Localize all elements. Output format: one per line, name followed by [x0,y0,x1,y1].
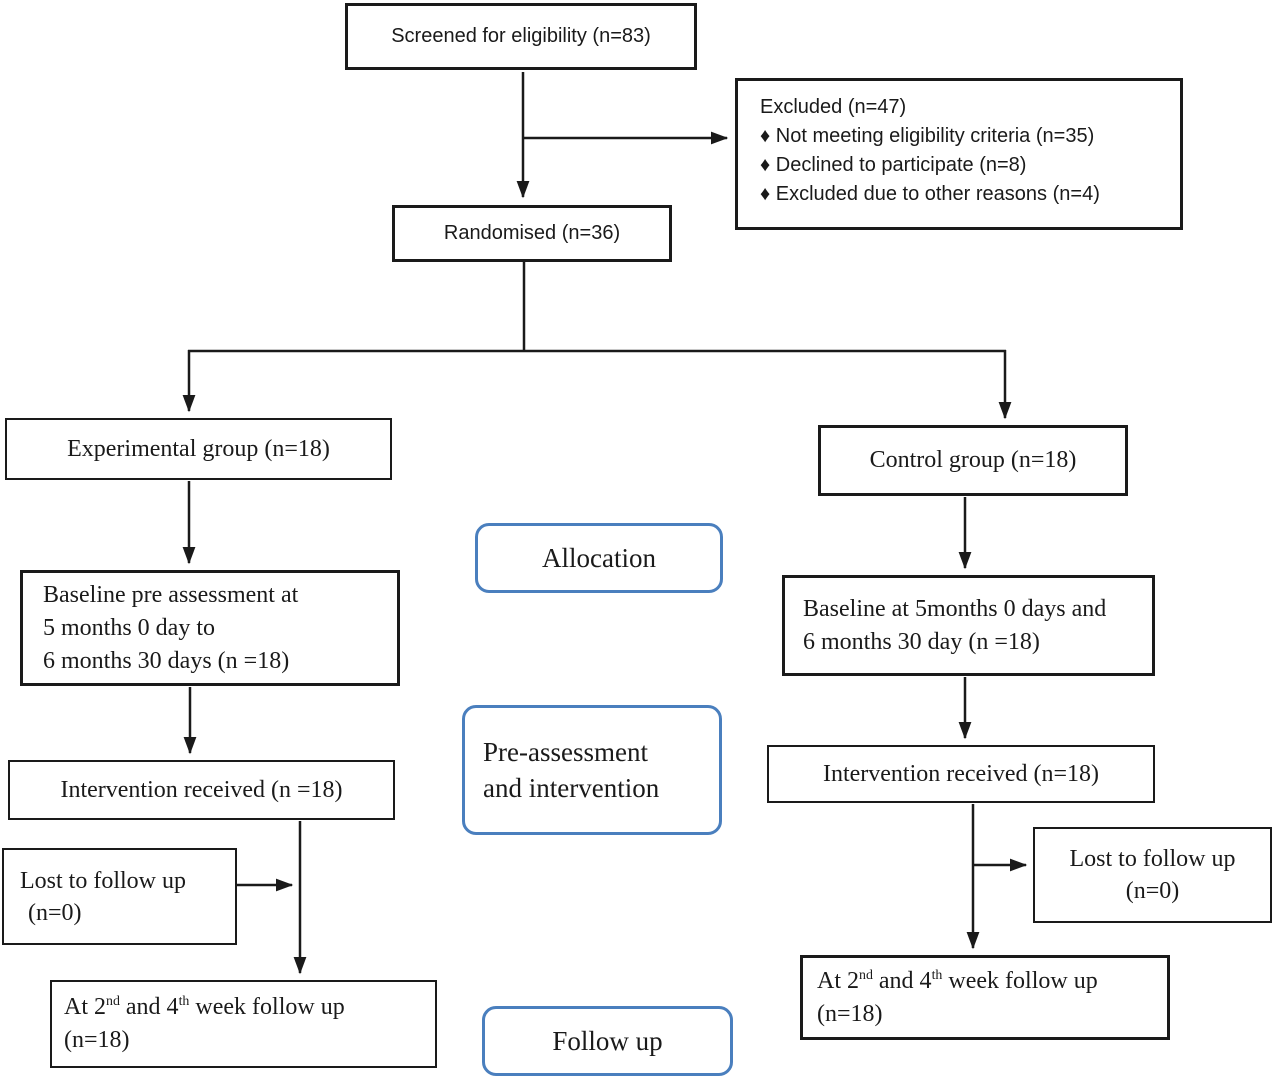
lost-right-line2: (n=0) [1125,878,1180,904]
baseline-right-line1: Baseline at 5months 0 days and [803,595,1107,622]
excluded-title: Excluded (n=47) [760,96,907,118]
intervention-left-label: Intervention received (n =18) [60,776,343,803]
baseline-left-box: Baseline pre assessment at 5 months 0 da… [20,570,400,686]
followup-right-line1: At 2nd and 4th week follow up [817,967,1098,994]
screened-label: Screened for eligibility (n=83) [391,25,651,47]
lost-left-line1: Lost to follow up [20,867,186,894]
experimental-group-label: Experimental group (n=18) [67,435,330,462]
pre-assessment-line2: and intervention [483,773,660,803]
randomised-label: Randomised (n=36) [443,222,621,244]
intervention-left-box: Intervention received (n =18) [8,760,395,820]
control-group-box: Control group (n=18) [818,425,1128,496]
pre-assessment-stage-label: Pre-assessment and intervention [462,705,722,835]
baseline-left-line3: 6 months 30 days (n =18) [43,647,290,674]
excluded-item: ♦ Excluded due to other reasons (n=4) [760,183,1100,205]
lost-to-followup-right-box: Lost to follow up (n=0) [1033,827,1272,923]
control-group-label: Control group (n=18) [869,447,1077,473]
experimental-group-box: Experimental group (n=18) [5,418,392,480]
followup-right-box: At 2nd and 4th week follow up (n=18) [800,955,1170,1040]
lost-left-line2: (n=0) [28,899,82,926]
baseline-left-line1: Baseline pre assessment at [43,581,299,608]
screened-box: Screened for eligibility (n=83) [345,3,697,70]
allocation-stage-label: Allocation [475,523,723,593]
baseline-right-line2: 6 months 30 day (n =18) [803,628,1040,655]
randomised-box: Randomised (n=36) [392,205,672,262]
intervention-right-box: Intervention received (n=18) [767,745,1155,803]
lost-right-line1: Lost to follow up [1069,846,1236,872]
intervention-right-label: Intervention received (n=18) [822,760,1100,787]
followup-left-line2: (n=18) [64,1027,130,1053]
followup-left-box: At 2nd and 4th week follow up (n=18) [50,980,437,1068]
lost-to-followup-left-box: Lost to follow up (n=0) [2,848,237,945]
followup-left-line1: At 2nd and 4th week follow up [64,994,345,1020]
allocation-label: Allocation [542,542,656,573]
excluded-item: ♦ Declined to participate (n=8) [760,154,1027,176]
follow-up-label: Follow up [552,1025,663,1056]
excluded-item: ♦ Not meeting eligibility criteria (n=35… [760,125,1095,147]
excluded-box: Excluded (n=47) ♦ Not meeting eligibilit… [735,78,1183,230]
baseline-left-line2: 5 months 0 day to [43,614,215,641]
baseline-right-box: Baseline at 5months 0 days and 6 months … [782,575,1155,676]
pre-assessment-line1: Pre-assessment [483,737,648,767]
follow-up-stage-label: Follow up [482,1006,733,1076]
followup-right-line2: (n=18) [817,1000,883,1027]
